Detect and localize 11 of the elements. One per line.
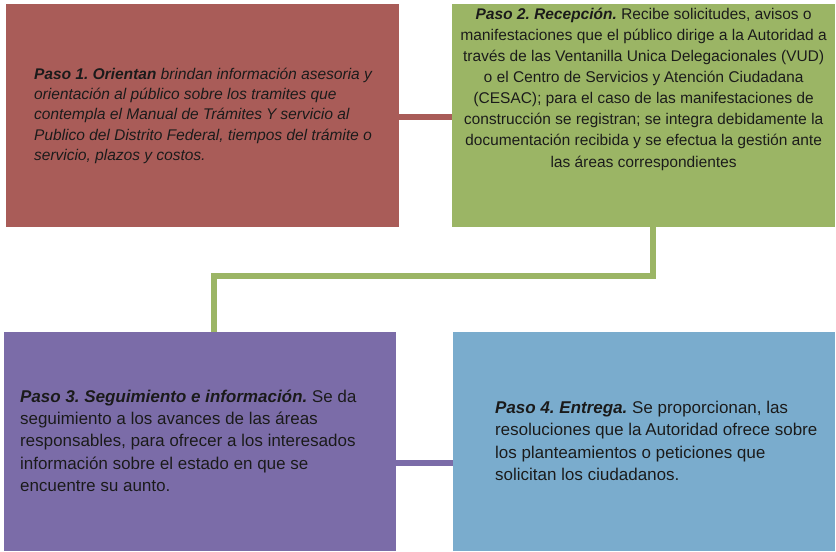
step-text: Paso 3. Seguimiento e información. Se da seguimiento a los avances de las áreas responsables, para ofrecer a los interesados información sobre el estado en que se encuentre su aunto. [20,386,358,497]
connector-line [396,460,453,466]
connector-line [399,114,452,120]
step-text: Paso 1. Orientan brindan información asesoria y orientación al público sobre los tramites que contempla el Manual de Trámites Y servicio al Publico del Distrito Federal, tiempos del trámite o servicio, plazos y costos. [34,65,374,166]
step-text: Paso 4. Entrega. Se proporcionan, las resoluciones que la Autoridad ofrece sobre los planteamientos o peticiones que solicitan los ciudadanos. [495,397,818,486]
step-box [453,332,835,551]
step-box [4,332,396,551]
step-box [6,4,399,227]
step-box [452,4,835,227]
step-text: Paso 2. Recepción. Recibe solicitudes, avisos o manifestaciones que el público dirige a la Autoridad a través de las Ventanilla Unica Delegacionales (VUD) o el Centro de Servicios y Atención Ciudadana (CESAC); para el caso de las manifestaciones de construcción se registran; se integra debidamente la documentación recibida y se efectua la gestión ante las áreas correspondientes [459,5,828,173]
connector-line [211,227,656,332]
